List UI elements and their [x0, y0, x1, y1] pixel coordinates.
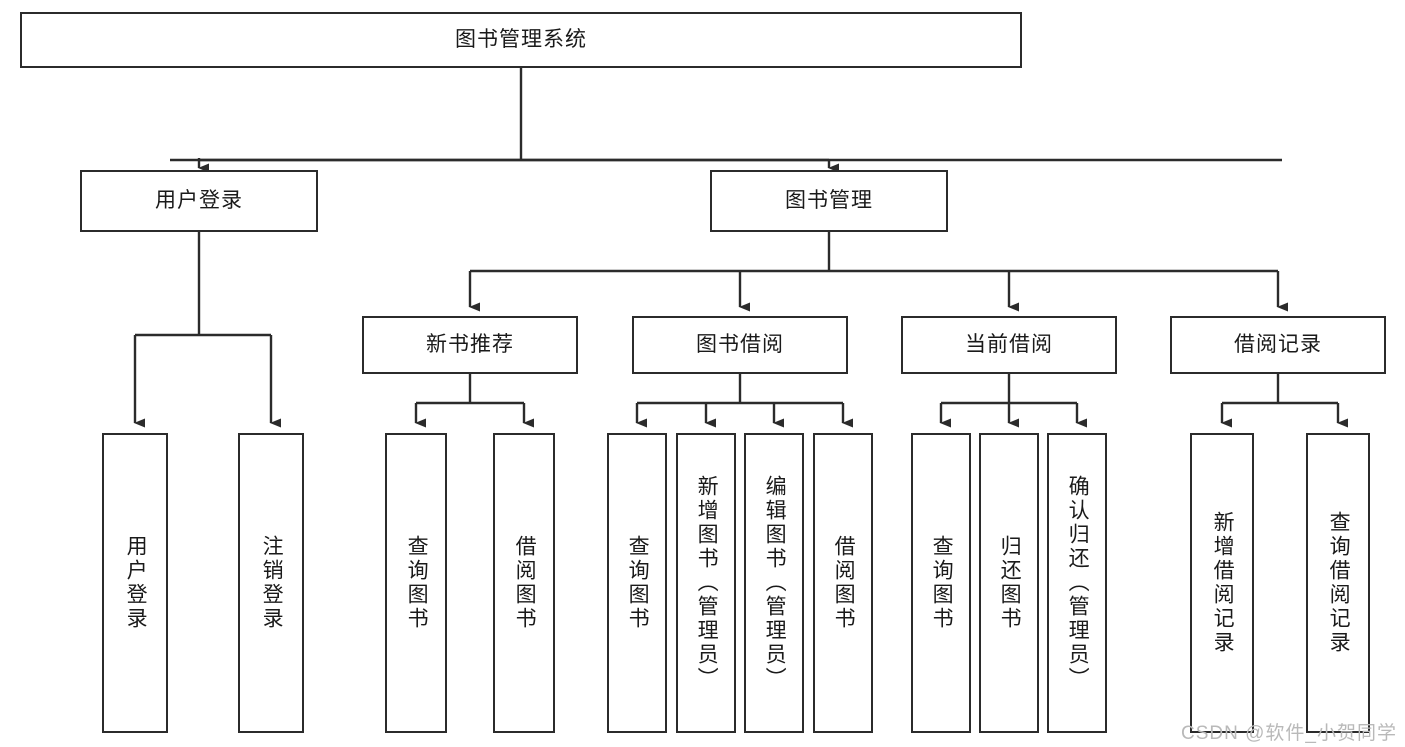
node-leaf-edit-book-admin[interactable]: 编辑图书（管理员） — [744, 433, 804, 733]
node-leaf-query-book-current-label: 查询图书 — [930, 535, 954, 631]
node-leaf-return-book[interactable]: 归还图书 — [979, 433, 1039, 733]
node-book-management[interactable]: 图书管理 — [710, 170, 948, 232]
node-leaf-borrow-book[interactable]: 借阅图书 — [813, 433, 873, 733]
node-leaf-borrow-book-label: 借阅图书 — [832, 535, 856, 631]
node-borrow-record[interactable]: 借阅记录 — [1170, 316, 1386, 374]
node-leaf-query-borrow-record-label: 查询借阅记录 — [1327, 511, 1351, 655]
node-leaf-logout-label: 注销登录 — [260, 535, 284, 631]
watermark: CSDN @软件_小贺同学 — [1181, 723, 1397, 744]
node-leaf-query-book-newbook-label: 查询图书 — [405, 535, 429, 631]
node-leaf-logout[interactable]: 注销登录 — [238, 433, 304, 733]
node-leaf-query-book-borrow-label: 查询图书 — [626, 535, 650, 631]
node-leaf-query-book-current[interactable]: 查询图书 — [911, 433, 971, 733]
node-book-management-label: 图书管理 — [785, 189, 873, 213]
node-leaf-query-book-borrow[interactable]: 查询图书 — [607, 433, 667, 733]
node-current-borrow[interactable]: 当前借阅 — [901, 316, 1117, 374]
node-root-system[interactable]: 图书管理系统 — [20, 12, 1022, 68]
node-leaf-edit-book-admin-label: 编辑图书（管理员） — [763, 475, 787, 691]
node-leaf-return-book-label: 归还图书 — [998, 535, 1022, 631]
node-leaf-add-book-admin-label: 新增图书（管理员） — [695, 475, 719, 691]
node-new-book-recommend[interactable]: 新书推荐 — [362, 316, 578, 374]
node-leaf-user-login-label: 用户登录 — [124, 535, 148, 631]
node-leaf-confirm-return-admin-label: 确认归还（管理员） — [1066, 475, 1090, 691]
node-root-system-label: 图书管理系统 — [455, 28, 587, 52]
node-leaf-borrow-book-newbook[interactable]: 借阅图书 — [493, 433, 555, 733]
node-book-borrow-label: 图书借阅 — [696, 333, 784, 357]
node-leaf-add-borrow-record[interactable]: 新增借阅记录 — [1190, 433, 1254, 733]
node-leaf-confirm-return-admin[interactable]: 确认归还（管理员） — [1047, 433, 1107, 733]
node-borrow-record-label: 借阅记录 — [1234, 333, 1322, 357]
node-leaf-add-book-admin[interactable]: 新增图书（管理员） — [676, 433, 736, 733]
node-leaf-user-login[interactable]: 用户登录 — [102, 433, 168, 733]
node-new-book-recommend-label: 新书推荐 — [426, 333, 514, 357]
node-leaf-query-book-newbook[interactable]: 查询图书 — [385, 433, 447, 733]
node-leaf-query-borrow-record[interactable]: 查询借阅记录 — [1306, 433, 1370, 733]
node-leaf-borrow-book-newbook-label: 借阅图书 — [513, 535, 537, 631]
node-current-borrow-label: 当前借阅 — [965, 333, 1053, 357]
node-user-login-label: 用户登录 — [155, 189, 243, 213]
node-book-borrow[interactable]: 图书借阅 — [632, 316, 848, 374]
node-user-login[interactable]: 用户登录 — [80, 170, 318, 232]
node-leaf-add-borrow-record-label: 新增借阅记录 — [1211, 511, 1235, 655]
